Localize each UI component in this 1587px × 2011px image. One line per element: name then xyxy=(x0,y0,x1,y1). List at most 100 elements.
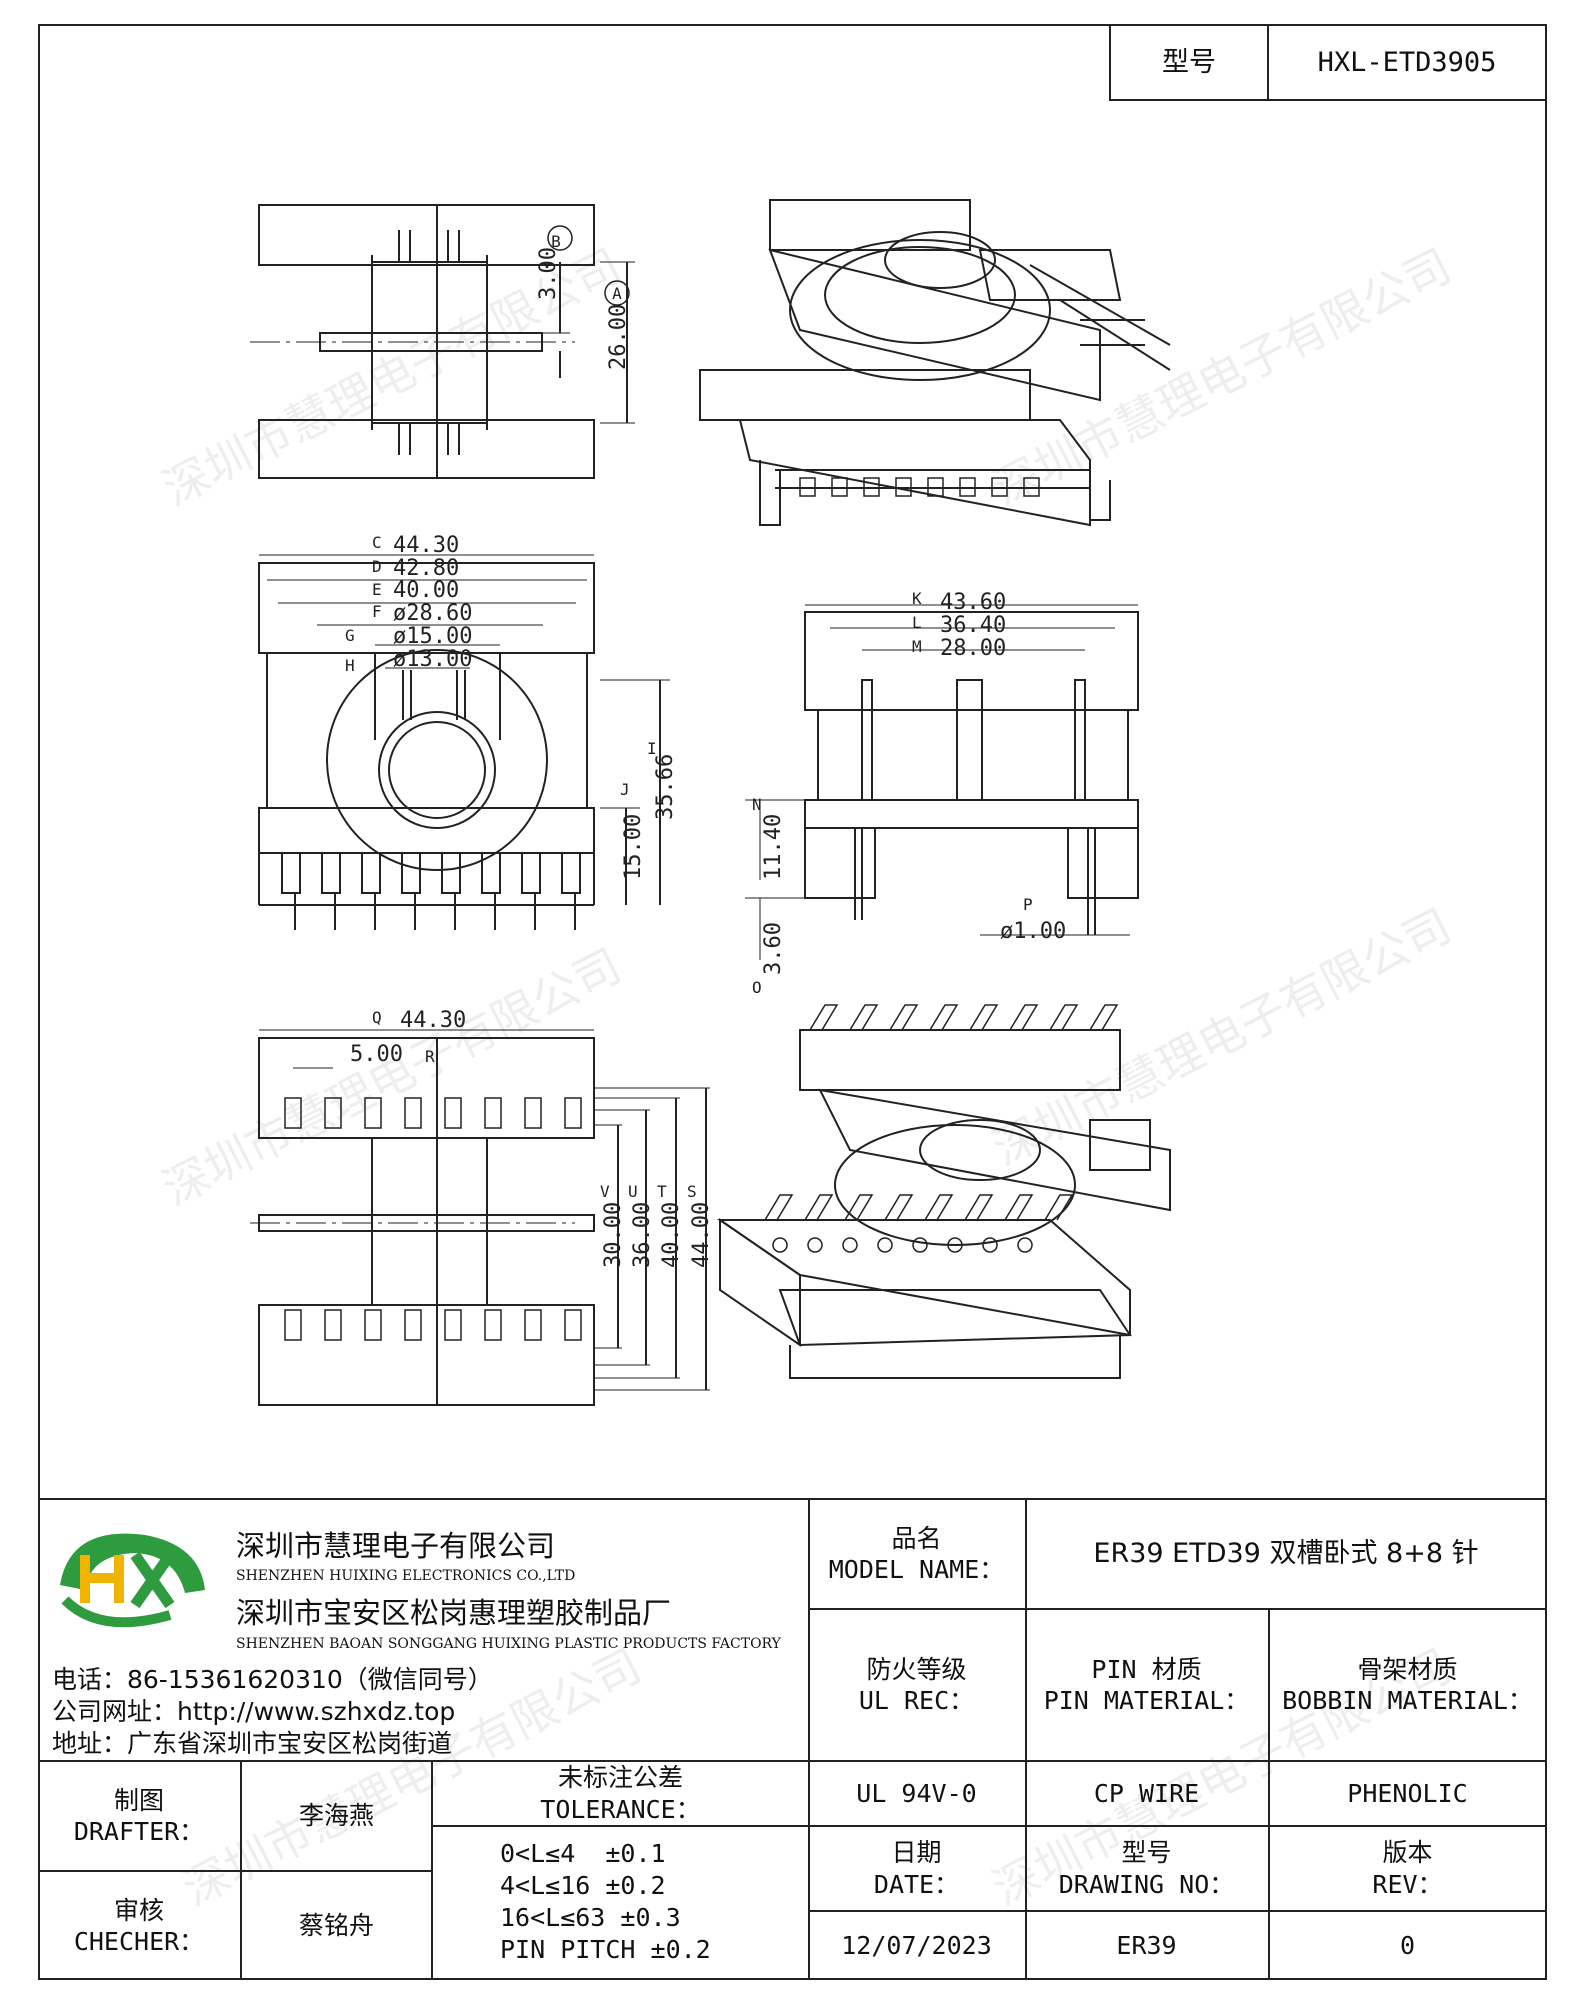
ul-rec-value: UL 94V-0 xyxy=(856,1778,977,1808)
dim-label-n: N xyxy=(752,795,762,814)
dim-label-q: Q xyxy=(372,1008,382,1027)
pin-material-label: PIN 材质 PIN MATERIAL： xyxy=(1025,1610,1268,1760)
dim-value-u: 36.00 xyxy=(630,1202,655,1268)
dim-label-h: H xyxy=(345,656,355,675)
dim-label-v: V xyxy=(600,1182,610,1201)
pin-material-label-cn: PIN 材质 xyxy=(1091,1654,1202,1684)
dim-value-q: 44.30 xyxy=(400,1008,466,1033)
drawing-no-label: 型号 DRAWING NO： xyxy=(1025,1827,1268,1910)
dim-label-r: R xyxy=(425,1047,435,1066)
model-name-value: ER39 ETD39 双槽卧式 8+8 针 xyxy=(1093,1538,1479,1570)
dim-label-b: B xyxy=(551,232,561,251)
model-name-label: 品名 MODEL NAME： xyxy=(808,1500,1025,1608)
company-address: 地址：广东省深圳市宝安区松岗街道 xyxy=(52,1729,453,1758)
tolerance-list: 0<L≤4 ±0.1 4<L≤16 ±0.2 16<L≤63 ±0.3 PIN … xyxy=(500,1838,711,1966)
dim-value-i: 35.66 xyxy=(653,754,678,820)
checker-label: 审核 CHECHER： xyxy=(38,1872,240,1980)
right-side-view xyxy=(745,604,1139,960)
dim-value-e: 40.00 xyxy=(393,578,459,603)
date-value: 12/07/2023 xyxy=(841,1931,992,1961)
dim-value-o: 3.60 xyxy=(761,922,786,975)
isometric-bottom-view xyxy=(716,1004,1171,1379)
dim-label-j: J xyxy=(620,780,630,799)
drafter-value: 李海燕 xyxy=(298,1801,374,1831)
drafter-label: 制图 DRAFTER： xyxy=(38,1762,240,1870)
isometric-top-view xyxy=(699,199,1171,527)
dim-label-g: G xyxy=(345,626,355,645)
company-phone: 电话：86-15361620310（微信同号） xyxy=(52,1665,493,1694)
tolerance-line: 0<L≤4 ±0.1 xyxy=(500,1839,666,1868)
drafter-label-en: DRAFTER： xyxy=(73,1817,205,1846)
dim-label-a: A xyxy=(612,284,622,303)
company-website: 公司网址：http://www.szhxdz.top xyxy=(52,1697,456,1726)
dim-label-u: U xyxy=(628,1182,638,1201)
dim-value-j: 15.00 xyxy=(621,814,646,880)
dim-value-s: 44.00 xyxy=(689,1202,714,1268)
company-logo xyxy=(60,1533,205,1628)
drawing-frame xyxy=(38,24,1547,1980)
model-name-label-en: MODEL NAME： xyxy=(828,1555,1005,1584)
ul-rec-label: 防火等级 UL REC： xyxy=(808,1610,1025,1760)
dim-value-f: ø28.60 xyxy=(393,601,472,626)
dim-value-a: 26.00 xyxy=(606,304,631,370)
tolerance-label-cn: 未标注公差 xyxy=(557,1763,683,1793)
rev-value: 0 xyxy=(1399,1931,1416,1961)
front-view xyxy=(258,554,670,930)
dim-value-g: ø15.00 xyxy=(393,624,472,649)
date-label-en: DATE： xyxy=(873,1869,960,1899)
dim-label-d: D xyxy=(372,557,382,576)
dim-label-t: T xyxy=(657,1182,667,1201)
tolerance-line: 16<L≤63 ±0.3 xyxy=(500,1903,681,1932)
dim-value-d: 42.80 xyxy=(393,556,459,581)
dim-value-m: 28.00 xyxy=(940,636,1006,661)
header-model-value: HXL-ETD3905 xyxy=(1267,24,1547,101)
rev-label-cn: 版本 xyxy=(1382,1838,1433,1868)
dim-label-p: P xyxy=(1023,895,1033,914)
model-name-label-cn: 品名 xyxy=(891,1523,942,1553)
tolerance-line: PIN PITCH ±0.2 xyxy=(500,1935,711,1964)
tolerance-label: 未标注公差 TOLERANCE： xyxy=(433,1762,808,1825)
dim-value-v: 30.00 xyxy=(601,1202,626,1268)
date-label-cn: 日期 xyxy=(891,1838,942,1868)
dim-value-c: 44.30 xyxy=(393,533,459,558)
drawing-no-label-en: DRAWING NO： xyxy=(1058,1869,1235,1899)
checker-label-cn: 审核 xyxy=(113,1895,164,1925)
bobbin-material-label-cn: 骨架材质 xyxy=(1357,1654,1458,1684)
dim-label-i: I xyxy=(647,739,657,758)
dim-label-k: K xyxy=(912,589,922,608)
dim-label-m: M xyxy=(912,637,922,656)
checker-label-en: CHECHER： xyxy=(73,1927,205,1956)
dim-value-n: 11.40 xyxy=(761,814,786,880)
factory-name-cn: 深圳市宝安区松岗惠理塑胶制品厂 xyxy=(236,1596,672,1630)
dim-value-b: 3.00 xyxy=(536,247,561,300)
dim-value-h: ø13.00 xyxy=(393,647,472,672)
dim-label-c: C xyxy=(372,533,382,552)
drafter-label-cn: 制图 xyxy=(113,1785,164,1815)
side-view xyxy=(250,204,635,479)
dim-label-l: L xyxy=(912,613,922,632)
date-label: 日期 DATE： xyxy=(808,1827,1025,1910)
tolerance-label-en: TOLERANCE： xyxy=(540,1794,701,1824)
company-name-en: SHENZHEN HUIXING ELECTRONICS CO.,LTD xyxy=(236,1568,576,1584)
rev-label: 版本 REV： xyxy=(1268,1827,1547,1910)
drawing-no-label-cn: 型号 xyxy=(1121,1838,1172,1868)
factory-name-en: SHENZHEN BAOAN SONGGANG HUIXING PLASTIC … xyxy=(236,1636,781,1652)
bobbin-material-label: 骨架材质 BOBBIN MATERIAL： xyxy=(1268,1610,1547,1760)
dim-value-l: 36.40 xyxy=(940,613,1006,638)
tolerance-line: 4<L≤16 ±0.2 xyxy=(500,1871,666,1900)
checker-value: 蔡铭舟 xyxy=(298,1911,374,1941)
bobbin-material-label-en: BOBBIN MATERIAL： xyxy=(1282,1686,1533,1715)
top-view xyxy=(250,1029,710,1406)
rev-label-en: REV： xyxy=(1372,1869,1443,1899)
company-name-cn: 深圳市慧理电子有限公司 xyxy=(236,1529,556,1563)
dim-value-t: 40.00 xyxy=(659,1202,684,1268)
dim-label-s: S xyxy=(687,1182,697,1201)
dim-label-o: O xyxy=(752,978,762,997)
dim-value-k: 43.60 xyxy=(940,590,1006,615)
dim-label-e: E xyxy=(372,580,382,599)
ul-rec-label-en: UL REC： xyxy=(858,1686,975,1715)
pin-material-value: CP WIRE xyxy=(1093,1778,1200,1808)
pin-material-label-en: PIN MATERIAL： xyxy=(1043,1686,1250,1715)
bobbin-material-value: PHENOLIC xyxy=(1347,1778,1468,1808)
dim-label-f: F xyxy=(372,602,382,621)
